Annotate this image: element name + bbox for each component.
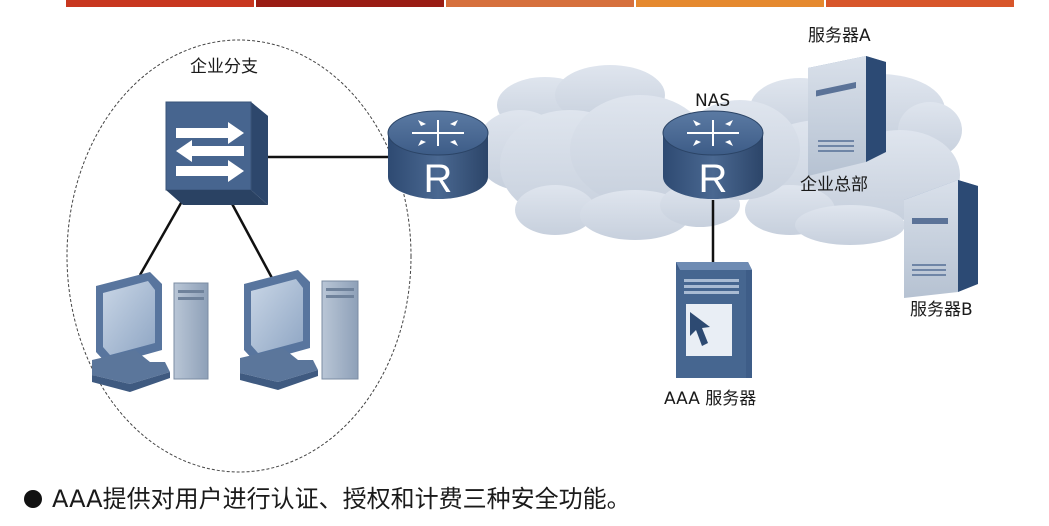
- server-b-label: 服务器B: [910, 300, 973, 320]
- server-a-icon: [808, 56, 886, 176]
- pc-left-icon: [92, 272, 209, 392]
- header-bar-segment-4: [636, 0, 824, 7]
- router-nas-letter: R: [699, 157, 728, 201]
- branch-boundary: [66, 39, 412, 473]
- link-switch-pc-left: [138, 195, 187, 276]
- aaa-server-icon: [676, 262, 752, 378]
- nas-label: NAS: [695, 91, 731, 111]
- server-b-icon: [904, 180, 978, 298]
- branch-label: 企业分支: [190, 57, 258, 77]
- header-bar-segment-3: [446, 0, 634, 7]
- bullet-point: AAA提供对用户进行认证、授权和计费三种安全功能。: [24, 483, 631, 515]
- header-bar-segment-1: [66, 0, 254, 7]
- bullet-dot-icon: [24, 490, 42, 508]
- link-switch-pc-right: [228, 199, 274, 279]
- hq-label: 企业总部: [800, 175, 868, 195]
- pc-right-icon: [240, 270, 359, 390]
- aaa-server-label: AAA 服务器: [664, 389, 757, 409]
- switch-icon: [165, 101, 268, 205]
- server-a-label: 服务器A: [808, 26, 871, 46]
- router-nas-icon: R: [662, 110, 764, 201]
- header-bar-segment-5: [826, 0, 1014, 7]
- header-color-bar: [0, 0, 1049, 7]
- bullet-text: AAA提供对用户进行认证、授权和计费三种安全功能。: [52, 485, 631, 513]
- header-bar-segment-2: [256, 0, 444, 7]
- router-branch-letter: R: [424, 157, 453, 201]
- network-links: [138, 155, 715, 279]
- router-branch-icon: R: [387, 110, 489, 201]
